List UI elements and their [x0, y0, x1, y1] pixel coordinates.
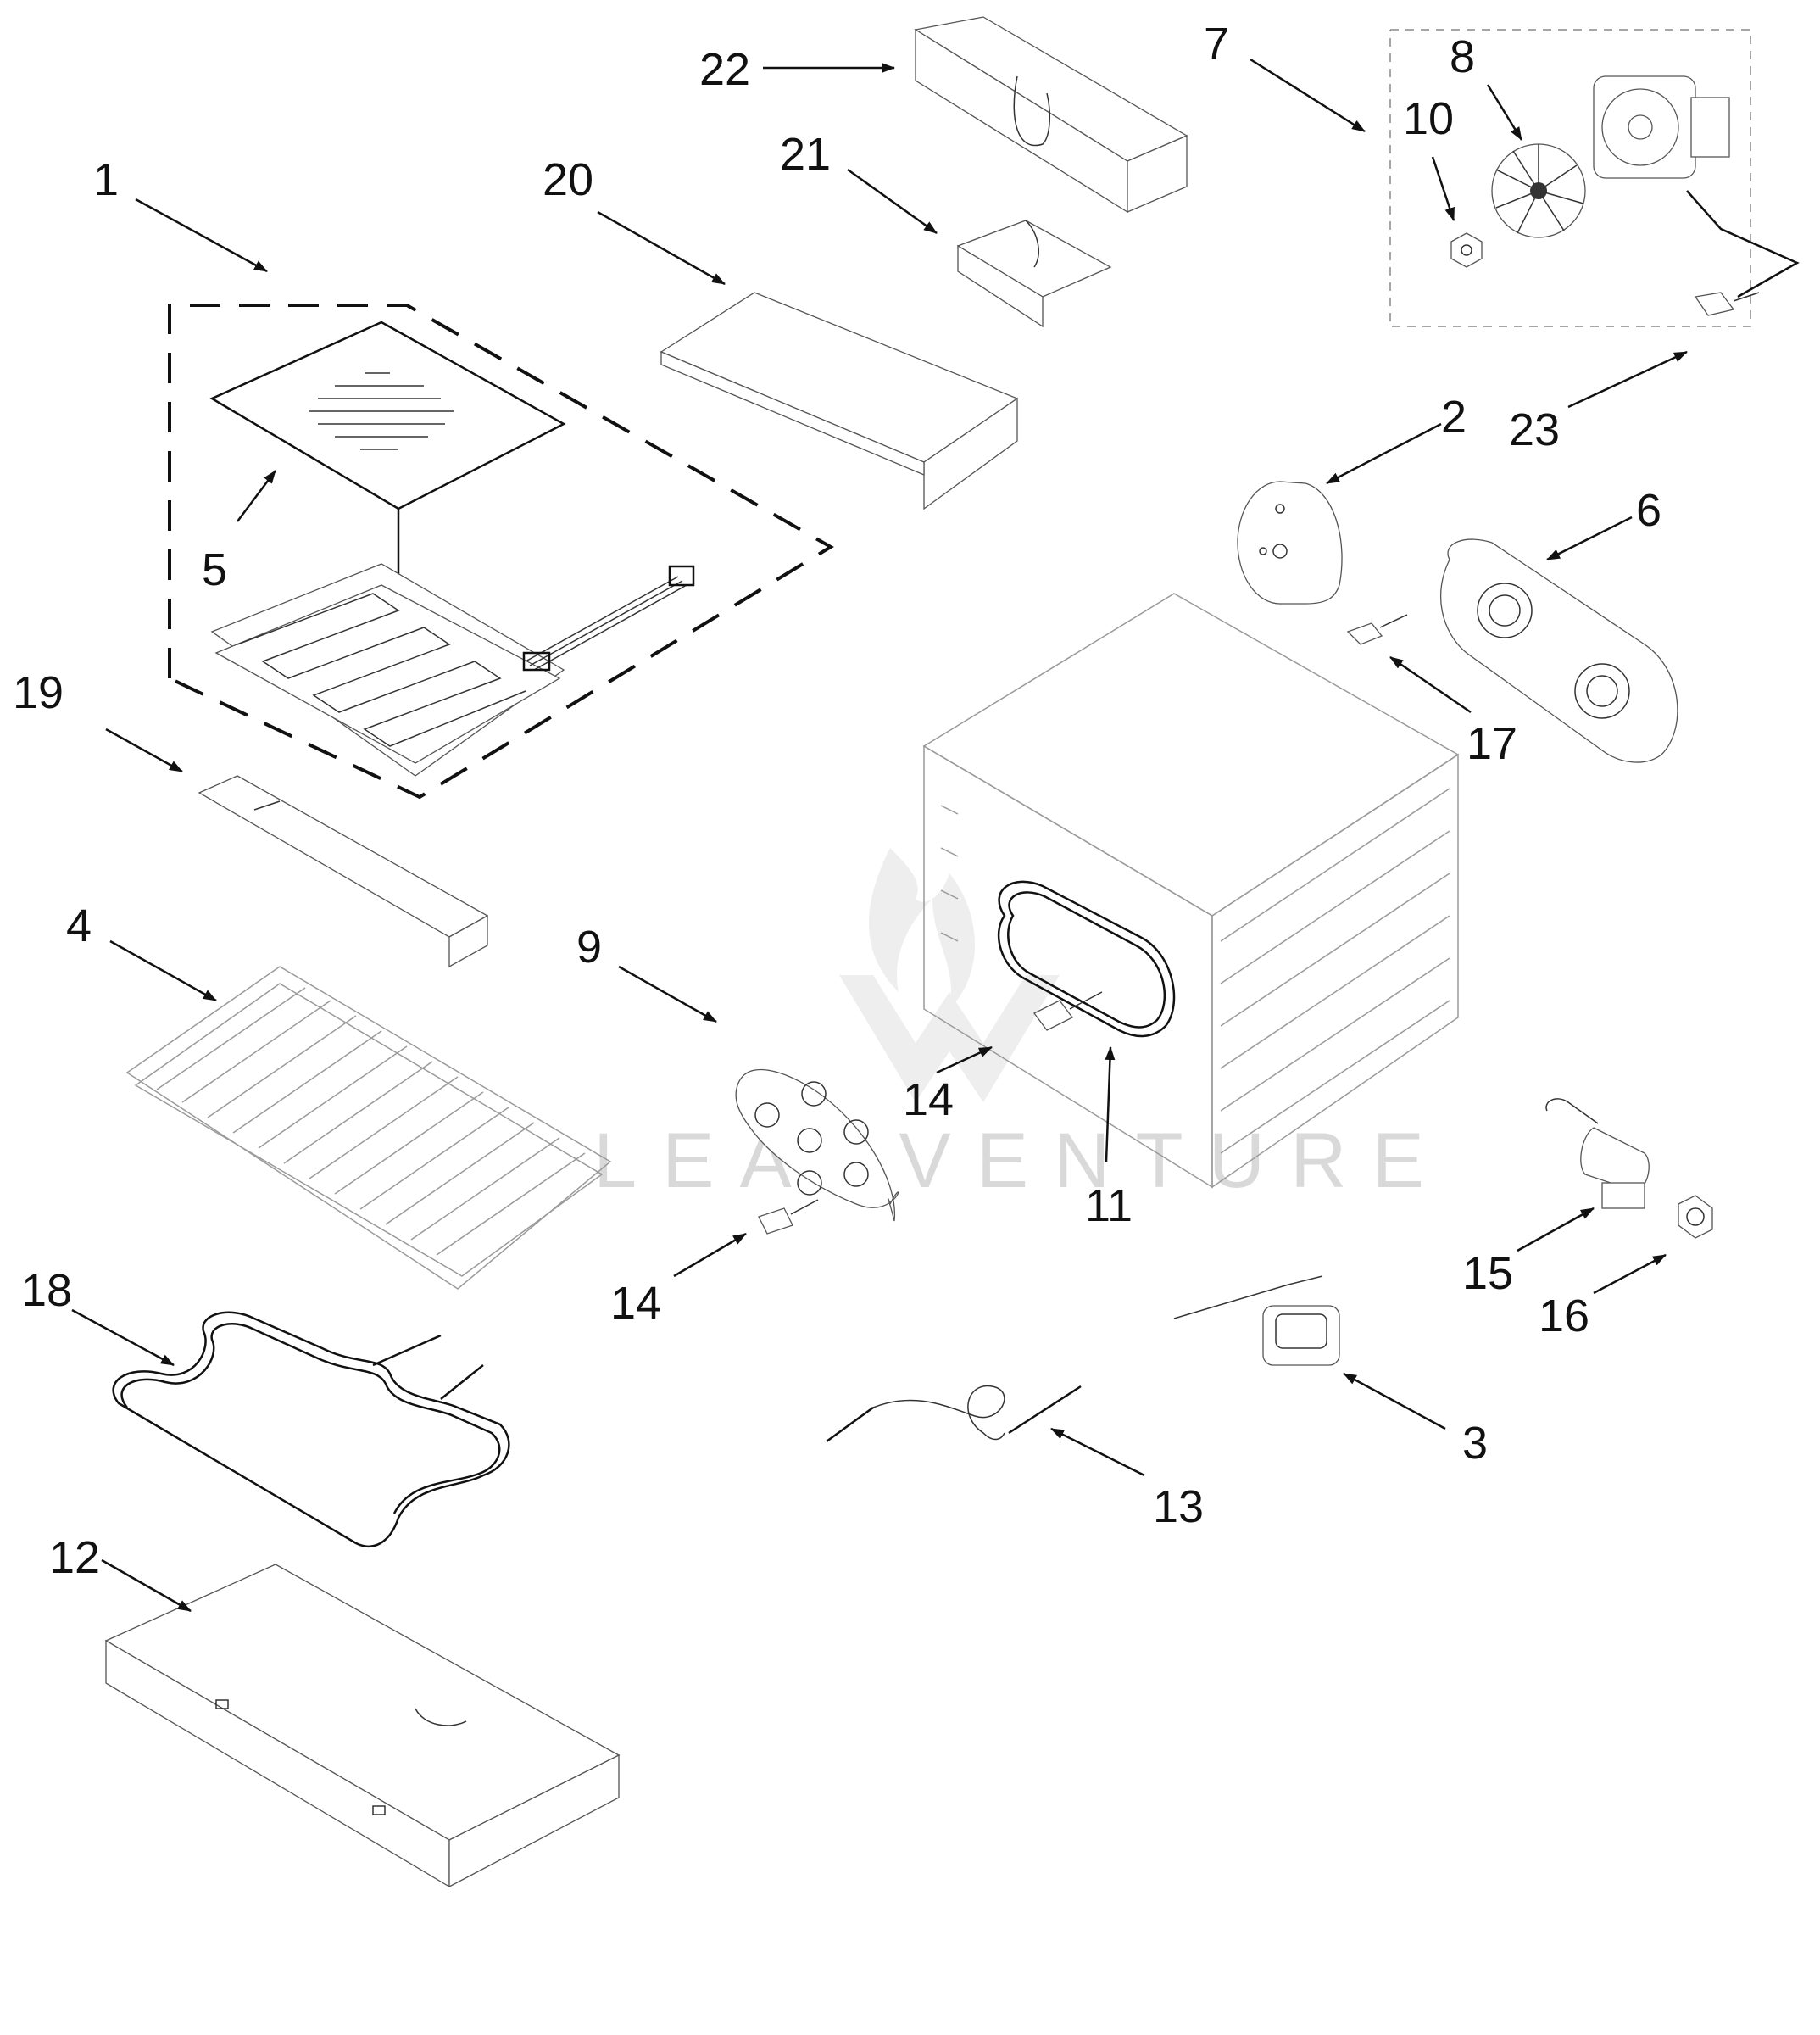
callout-20: 20	[543, 154, 593, 205]
callout-1: 1	[93, 154, 119, 205]
part-22-vent-cover	[914, 16, 1188, 214]
part-4-oven-rack	[125, 966, 612, 1290]
callout-12: 12	[49, 1532, 100, 1583]
part-8-fan-blade	[1491, 143, 1586, 238]
part-14-screw-upper	[1033, 991, 1103, 1031]
leader-arrows	[71, 58, 1688, 1613]
part-13-meat-probe	[826, 1385, 1082, 1443]
callout-15: 15	[1462, 1248, 1513, 1299]
callout-14-lower: 14	[610, 1278, 661, 1329]
callout-labels: 1 2 3 4 5 6 7 8 9 10 11 12 13 14 14 15 1…	[13, 19, 1661, 1583]
part-15-lamp-socket	[1545, 1098, 1650, 1209]
part-12-bottom-tray	[104, 1564, 621, 1888]
part-19-bracket	[198, 775, 489, 968]
oven-cavity	[922, 593, 1460, 1189]
part-3-sensor-module	[1173, 1275, 1340, 1366]
callout-2: 2	[1441, 392, 1467, 443]
callout-4: 4	[66, 900, 92, 951]
callout-6: 6	[1636, 485, 1661, 536]
part-17-screw	[1346, 614, 1408, 645]
part-2-cover-disc	[1237, 481, 1343, 605]
watermark-logo	[839, 848, 1060, 1102]
callout-19: 19	[13, 667, 64, 718]
part-21-vent-bracket	[956, 220, 1112, 328]
callout-7: 7	[1204, 19, 1229, 70]
callout-8: 8	[1450, 31, 1475, 82]
part-14-screw-lower	[758, 1199, 819, 1235]
callout-22: 22	[699, 44, 750, 95]
part-7-fan-motor-assembly	[1389, 29, 1800, 327]
callout-16: 16	[1539, 1291, 1589, 1341]
callout-9: 9	[576, 922, 602, 973]
part-6-rear-cover	[1439, 538, 1678, 763]
part-10-nut	[1450, 232, 1483, 268]
part-18-broil-element	[112, 1311, 510, 1547]
part-16-lamp-lens	[1678, 1195, 1713, 1239]
callout-23: 23	[1509, 404, 1560, 455]
callout-5: 5	[202, 544, 227, 595]
callout-14-upper: 14	[903, 1074, 954, 1125]
callout-3: 3	[1462, 1418, 1488, 1469]
part-23-screw	[1694, 292, 1760, 316]
watermark-text: LEADVENTURE	[593, 1118, 1450, 1204]
callout-11: 11	[1085, 1180, 1133, 1231]
callout-10: 10	[1403, 93, 1454, 144]
part-5-panel	[209, 321, 566, 510]
callout-18: 18	[21, 1265, 72, 1316]
callout-17: 17	[1467, 718, 1517, 769]
part-1-heating-element-assembly	[168, 304, 834, 800]
part-20-top-panel	[660, 292, 1019, 510]
callout-13: 13	[1153, 1481, 1204, 1532]
part-9-baffle-plate	[735, 1068, 899, 1222]
part-11-convection-element	[997, 880, 1176, 1038]
callout-21: 21	[780, 129, 831, 180]
